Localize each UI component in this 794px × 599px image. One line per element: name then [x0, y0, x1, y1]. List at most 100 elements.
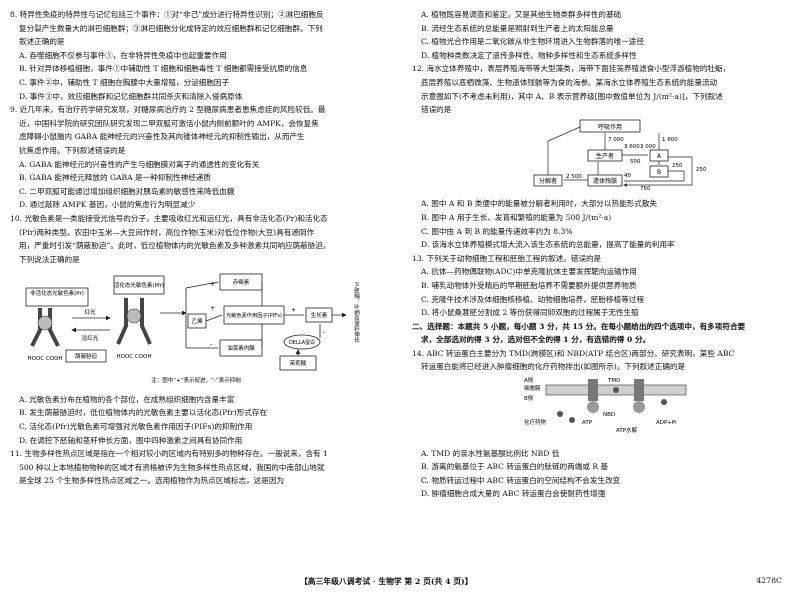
q11-stem-line: 是全球 25 个生物多样性热点区域之一。选用植物作为热点区域标志，这是因为: [19, 476, 285, 486]
della-label: DELLA蛋白: [289, 339, 315, 346]
red-light-label: 红光: [84, 308, 96, 316]
q10-option-d: D. 在调控下胚轴和茎秆伸长方面，图中四种激素之间具有协同作用: [19, 435, 243, 445]
q9-stem-line: 虑障碍小鼠脑内 GABA 能神经元的兴奋性及其向锥体神经元的抑制性输出，从而产生: [19, 132, 305, 142]
q8-stem-line: 复分裂产生数量大的淋巴细胞群；③淋巴细胞分化成特定的效应细胞群和记忆细胞群。下列: [19, 23, 323, 33]
q13-stem-line: 13. 下列关于动物细胞工程和胚胎工程的叙述，错误的是: [412, 253, 602, 263]
auxin-label: 油菜素内酯: [227, 344, 255, 352]
question-9: 9. 近几年来，有治疗药学研究发现，对糖尿病治疗的 2 型糖尿病患者患焦虑症的风…: [10, 103, 384, 212]
q9-option-d: D. 通过敲除 AMPK 基因，小鼠的焦虑行为明显减少: [19, 200, 196, 210]
question-13: 13. 下列关于动物细胞工程和胚胎工程的叙述，错误的是 A. 抗体—药物偶联物(…: [412, 252, 786, 320]
section-2-header: 二、选择题：本题共 5 小题，每小题 3 分，共 15 分。在每小题给出的四个选…: [412, 320, 786, 347]
adp-label: ADP+Pi: [656, 420, 677, 426]
tmd-right: [634, 379, 644, 402]
q11-option-d: D. 植物种类数决定了遗传多样性、物种多样性和生态系统多样性: [421, 50, 637, 60]
q12-stem-line: 错误的是: [421, 105, 452, 115]
q14-option-c: C. 物质转运过程中 ABC 转运蛋白的空间结构不会发生改变: [421, 475, 621, 485]
pr-box: [25, 287, 89, 307]
right-column: A. 植物既容易调查和鉴定，又是其他生物类群多样性的基础 B. 流经生态系统的总…: [412, 8, 786, 501]
phytochrome-pathway-diagram: 非活化态光敏色素(Pr) HOOC COOH 红光 远红光 荫蔽胁迫 活化态光敏…: [25, 273, 360, 384]
q14-option-a: A. TMD 的亲水性氨基酸比例比 NBD 低: [421, 448, 560, 458]
q8-stem-line: 8. 特异性免疫的特异性与记忆包括三个事件：①对“非己”成分进行特异性识别；②淋…: [10, 10, 324, 19]
q11-option-a: A. 植物既容易调查和鉴定，又是其他生物类群多样性的基础: [421, 10, 622, 19]
q13-option-a: A. 抗体—药物偶联物(ADC)中单克隆抗体主要发挥靶向运输作用: [421, 267, 637, 277]
shade-label: 荫蔽胁迫: [75, 352, 98, 360]
cooh-right: HOOC COOH: [116, 354, 151, 360]
pathway-arrows-2: [185, 281, 321, 357]
value-500: 500: [630, 159, 641, 165]
q9-option-a: A. GABA 能神经元的兴奋性的产生与细胞膜对离子的通透性的变化有关: [19, 159, 260, 169]
value-250b: 250: [696, 167, 707, 173]
footer-title: 【高三年级八调考试 · 生物学 第 2 页(共 4 页)】: [300, 577, 473, 586]
value-2500: 2 500: [566, 174, 582, 180]
q13-option-c: C. 克隆牛技术涉及体细胞核移植、动物细胞培养、胚胎移植等过程: [421, 294, 644, 304]
question-11-options: A. 植物既容易调查和鉴定，又是其他生物类群多样性的基础 B. 流经生态系统的总…: [412, 8, 786, 62]
footer-code: 4278C: [756, 576, 782, 585]
question-10: 10. 光敏色素是一类能接受光信号的分子，主要吸收红光和远红光，具有非活化态(P…: [10, 212, 384, 447]
outcome-label: 下胚轴、叶柄及茎秆伸长: [353, 282, 360, 344]
nbd-label: NBD: [603, 412, 615, 418]
q10-option-a: A. 光敏色素分布在植物的各个部位，在成熟组织细胞内含量丰富: [19, 394, 235, 404]
q12-option-b: B. 图中 A 用于生长、发育和繁殖的能量为 500 J/(m²·a): [421, 212, 612, 222]
q9-stem-line: 抗焦虑作用。下列叙述错误的是: [19, 145, 126, 155]
q10-stem-line: 用，严重时引发“荫蔽胁迫”。此时，低位植物体内的光敏色素及多种激素共同响应荫蔽胁…: [19, 241, 331, 251]
energy-flow-diagram: 呼吸作用 生产者 A B 分解者 遗体残骸 7 000 3 600 3 000 …: [533, 119, 707, 192]
q10-stem-line: (Pfr)两种类型。农田中玉米—大豆间作时，高位作物(玉米)对低位作物(大豆)具…: [19, 227, 315, 237]
drug-molecule: [661, 399, 667, 406]
q12-diagram: 呼吸作用 生产者 A B 分解者 遗体残骸 7 000 3 600 3 000 …: [412, 119, 786, 196]
diagram-note: 注：图中“+”表示促进，“-”表示抑制: [151, 376, 241, 384]
plus-sign: +: [291, 307, 296, 314]
value-3000: 3 000: [640, 144, 656, 150]
question-14: 14. ABC 转运蛋白主要分为 TMD(跨膜区)和 NBD(ATP 结合区)两…: [412, 347, 786, 501]
minus-sign: -: [323, 329, 325, 336]
minus-sign: -: [210, 341, 212, 348]
q10-stem-line: 下列说法正确的是: [19, 254, 80, 264]
q8-option-a: A. 吞噬细胞不仅参与事件①，在非特异性免疫中也起重要作用: [19, 50, 227, 60]
q8-option-c: C. 事件②中，辅助性 T 细胞在胸腺中大量增殖，分泌细胞因子: [19, 77, 230, 87]
value-750: 750: [640, 186, 651, 191]
pif-label: 光敏色素作用因子(PIFs): [226, 311, 282, 319]
pfr-label: 活化态光敏色素(Pfr): [114, 281, 164, 289]
nbd-right: [633, 401, 645, 414]
pfr-protein-shape: [116, 298, 152, 346]
q12-stem-line: 示意图如下(不考虑未利用)，其中 A、B 表示营养级[图中数值单位为 J/(m²…: [421, 91, 723, 101]
producer-label: 生产者: [596, 152, 614, 160]
q14-option-d: D. 肿瘤细胞合成大量的 ABC 转运蛋白会使耐药性增强: [421, 489, 606, 499]
b-side-label: B侧: [524, 394, 534, 402]
plus-sign: +: [210, 305, 215, 312]
q12-option-d: D. 该海水立体养殖模式增大流入该生态系统的总能量，提高了能量的利用率: [421, 240, 675, 250]
q14-stem-line: 转运蛋白能将已经进入肿瘤细胞的化疗药物排出(如图所示)。下列叙述正确的是: [421, 362, 686, 372]
q8-option-b: B. 针对异体移植细胞，事件①中辅助性 T 细胞和细胞毒性 T 细胞都需接受抗原…: [19, 64, 308, 74]
pfr-box: [113, 275, 165, 295]
pr-label: 非活化态光敏色素(Pr): [30, 289, 84, 297]
ethylene-label: 乙烯: [191, 317, 203, 325]
drug-molecule: [557, 411, 563, 418]
value-7000: 7 000: [608, 137, 624, 143]
q10-option-c: C. 活化态(Pfr)光敏色素可增强对光敏色素作用因子(PIFs)的抑制作用: [19, 422, 253, 432]
q12-stem-line: 底层养殖以底栖微藻、生物遗体残骸等为食的海参。某海水立体养殖生态系统的能量流动: [421, 77, 718, 87]
q11-option-c: C. 植物光合作用是二氧化碳从非生物环境进入生物群落的唯一途径: [421, 37, 644, 47]
nbd-left: [587, 401, 599, 414]
q10-option-b: B. 发生荫蔽胁迫时，低位植物体内的光敏色素主要以活化态(Pfr)形式存在: [19, 408, 268, 418]
b-label: B: [657, 169, 661, 176]
left-column: 8. 特异性免疫的特异性与记忆包括三个事件：①对“非己”成分进行特异性识别；②淋…: [10, 8, 384, 488]
b-box: [649, 165, 669, 178]
q11-option-b: B. 流经生态系统的总能量是照射到生产者上的太阳能总量: [421, 23, 614, 33]
a-side-label: A侧: [524, 376, 534, 384]
q12-option-c: C. 图中由 A 到 B 的能量传递效率约为 8.3%: [421, 226, 573, 236]
jasmonate-label: 茉莉酸: [290, 359, 307, 367]
abc-transporter-diagram: A侧 细胞膜 B侧 TMD NBD ATP ATP水解 ADP+Pi 化疗药物: [524, 376, 687, 434]
membrane-label: 细胞膜: [524, 384, 541, 392]
pathway-arrows: [205, 282, 346, 349]
q10-diagram: 非活化态光敏色素(Pr) HOOC COOH 红光 远红光 荫蔽胁迫 活化态光敏…: [10, 268, 384, 391]
value-3600: 3 600: [624, 144, 640, 150]
q14-stem-line: 14. ABC 转运蛋白主要分为 TMD(跨膜区)和 NBD(ATP 结合区)两…: [412, 348, 735, 358]
q14-option-b: B. 游离的氨基位于 ABC 转运蛋白的肽链的两端或 R 基: [421, 462, 609, 472]
plus-sign: +: [210, 281, 215, 288]
q11-stem-line: 11. 生物多样性热点区域是指在一个相对较小的区域内有特别多的物种存在。一般说来…: [10, 449, 328, 459]
q9-option-c: C. 二甲双胍可能通过增加组织细胞对胰岛素的敏感性来降低血糖: [19, 186, 235, 196]
value-250a: 250: [672, 163, 683, 169]
pr-chromophore: [37, 315, 53, 331]
q11-stem-line: 500 种以上本地植物物种的区域才有资格被评为生物多样性热点区域，我国的中南部山…: [19, 462, 325, 472]
value-1600: 1 600: [662, 137, 678, 143]
q13-option-d: D. 将小鼠桑葚胚分割成 2 等份获得同卵双胞的过程属于无性生殖: [421, 308, 639, 318]
